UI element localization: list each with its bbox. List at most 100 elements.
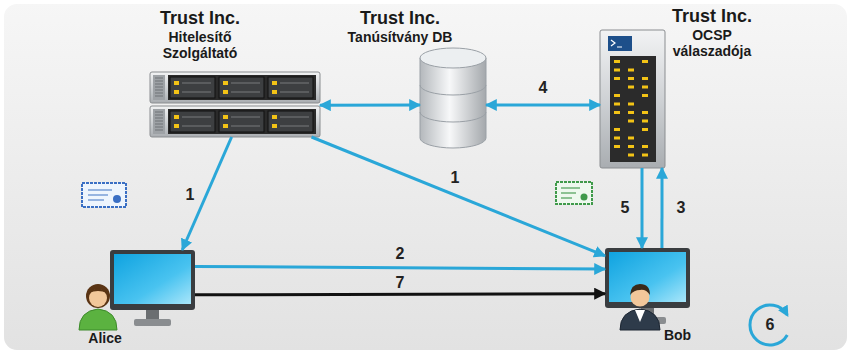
cycle-arrow [750, 305, 787, 345]
drive-bay [170, 77, 215, 98]
drive-slot [280, 91, 309, 93]
status-led [642, 128, 648, 131]
person-icon [620, 284, 660, 330]
drive-slot [280, 125, 309, 127]
certificate-icon [556, 182, 592, 204]
status-led [614, 94, 620, 97]
person-icon [79, 309, 117, 330]
node-heading: Trust Inc.Hitelesítő Szolgáltató [140, 8, 260, 61]
database-cylinder [420, 58, 486, 148]
node-title: Trust Inc. [662, 6, 762, 27]
background-panel [3, 3, 848, 351]
connector-arrow [486, 103, 600, 106]
database-cylinder [420, 112, 486, 122]
status-led [614, 77, 620, 80]
certificate-icon [561, 188, 580, 198]
person-icon [630, 284, 650, 295]
status-led [223, 124, 228, 128]
status-led [174, 115, 179, 119]
drive-slot [231, 91, 260, 93]
status-led [174, 90, 179, 94]
vent-slit [155, 118, 163, 119]
database-cylinder [420, 85, 486, 95]
drive-bay [268, 77, 313, 98]
user-bob: Bob [605, 248, 690, 326]
drive-slot [182, 82, 211, 84]
status-led [642, 120, 648, 123]
status-led [614, 137, 620, 140]
status-led [272, 115, 277, 119]
status-led [642, 86, 648, 89]
vent-slit [155, 112, 163, 113]
connector-arrow [320, 104, 420, 107]
status-led [223, 115, 228, 119]
step-number: 4 [537, 79, 550, 97]
step-number: 1 [449, 169, 462, 187]
vent-slit [155, 93, 163, 94]
vent-slit [155, 78, 163, 79]
node-text: Bob [655, 327, 700, 343]
step-number: 3 [675, 199, 688, 217]
node-heading: Bob [655, 327, 700, 343]
drive-slot [231, 82, 260, 84]
status-led [272, 124, 277, 128]
person-icon [89, 289, 107, 307]
drive-bay [219, 77, 264, 98]
vent-slit [155, 115, 163, 116]
vent-slit [155, 124, 163, 125]
ocsp-responder: Trust Inc.OCSP válaszadója [600, 30, 665, 168]
vent-slit [155, 90, 163, 91]
step-number: 5 [619, 199, 632, 217]
status-led [174, 124, 179, 128]
connector-arrow [640, 168, 643, 248]
ca-server: Trust Inc.Hitelesítő Szolgáltató [150, 72, 320, 137]
database-node: Trust Inc.Tanúsítvány DB [420, 48, 486, 148]
drive-slot [182, 116, 211, 118]
certificate-icon [556, 182, 592, 204]
drive-slot [231, 116, 260, 118]
status-led [614, 111, 620, 114]
node-title: Trust Inc. [140, 8, 260, 29]
rack-server [150, 106, 320, 137]
certificate-icon [88, 190, 112, 200]
rack-server [168, 75, 316, 100]
node-heading: Alice [80, 330, 130, 346]
status-led [628, 137, 634, 140]
computer-monitor [114, 254, 191, 304]
connector-arrow [312, 137, 606, 256]
vent-slit [155, 81, 163, 82]
database-cylinder [420, 48, 486, 68]
certificate-icon [82, 183, 126, 207]
node-text: Alice [80, 330, 130, 346]
connector-arrow [195, 294, 605, 295]
tower-server [600, 30, 665, 168]
status-led [642, 60, 648, 63]
vent-slit [155, 84, 163, 85]
status-led [614, 60, 620, 63]
status-led [614, 103, 620, 106]
connector-arrow [182, 137, 231, 250]
vent-slit [155, 121, 163, 122]
person-icon [79, 284, 117, 330]
status-led [223, 90, 228, 94]
status-led [628, 154, 634, 157]
tower-server [608, 36, 632, 51]
rack-server [150, 72, 320, 137]
computer-monitor [605, 248, 690, 308]
node-text: Tanúsítvány DB [335, 29, 465, 45]
status-led [614, 128, 620, 131]
node-heading: Trust Inc.OCSP válaszadója [662, 6, 762, 59]
person-icon [620, 309, 660, 330]
drive-slot [182, 125, 211, 127]
node-text: OCSP válaszadója [662, 27, 762, 59]
rack-server [153, 109, 165, 134]
person-icon [86, 284, 110, 308]
status-led [223, 81, 228, 85]
drive-bay [219, 111, 264, 132]
status-led [628, 145, 634, 148]
tower-server [611, 40, 622, 47]
status-led [614, 69, 620, 72]
drive-slot [231, 125, 260, 127]
status-led [272, 90, 277, 94]
